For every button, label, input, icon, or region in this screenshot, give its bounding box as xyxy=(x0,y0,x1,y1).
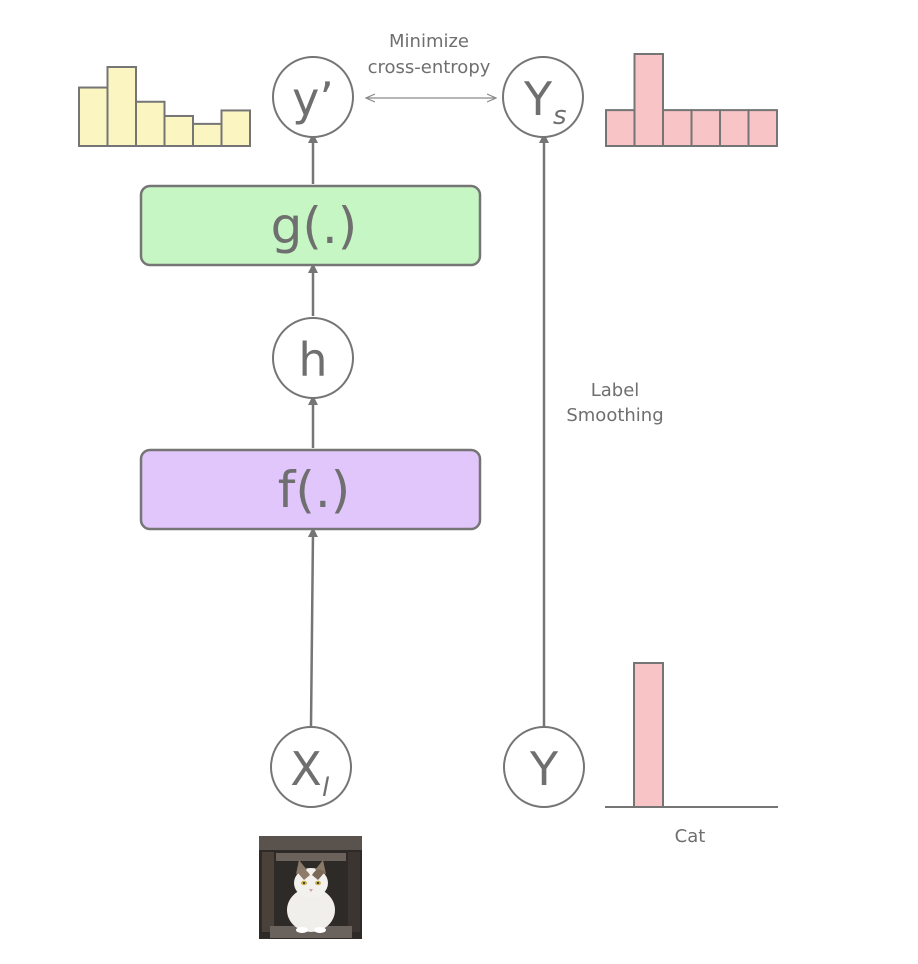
smoothed-target-histogram xyxy=(605,53,778,148)
y-smooth-subscript: s xyxy=(553,101,567,131)
f-block xyxy=(139,448,482,531)
label-smoothing-line1: Label xyxy=(591,380,640,401)
prediction-histogram-bar xyxy=(135,100,166,148)
prediction-histogram-bar xyxy=(78,86,109,147)
cat-label: Cat xyxy=(675,826,706,847)
prediction-histogram-bar xyxy=(220,109,251,147)
h-node xyxy=(272,317,354,399)
cat-photo-icon xyxy=(259,836,362,939)
smoothed-target-bar xyxy=(747,109,778,148)
x-input-node xyxy=(270,726,352,808)
smoothed-target-bar xyxy=(690,109,721,148)
y-smooth-node xyxy=(502,56,584,138)
y-smooth-label: Y xyxy=(523,72,553,126)
g-block xyxy=(139,184,482,267)
minimize-label-line2: cross-entropy xyxy=(368,57,491,78)
f-block-label: f(.) xyxy=(278,461,351,519)
y-prime-node xyxy=(272,56,354,138)
one-hot-histogram xyxy=(605,662,778,808)
x-input-label: X xyxy=(290,742,322,796)
g-block-label: g(.) xyxy=(271,197,358,255)
prediction-histogram-bar xyxy=(163,114,194,148)
one-hot-bar xyxy=(633,662,664,808)
y-prime-label: y’ xyxy=(292,72,334,126)
minimize-label-line1: Minimize xyxy=(389,31,469,52)
prediction-histogram-bar xyxy=(192,122,223,147)
smoothed-target-bar xyxy=(605,109,636,148)
smoothed-target-bar xyxy=(719,109,750,148)
y-true-label: Y xyxy=(529,742,559,796)
y-true-node xyxy=(503,726,585,808)
smoothed-target-bar xyxy=(662,109,693,148)
h-label: h xyxy=(298,333,327,387)
x-input-subscript: l xyxy=(322,773,330,803)
smoothed-target-bar xyxy=(633,53,664,147)
label-smoothing-line2: Smoothing xyxy=(566,405,663,426)
prediction-histogram-bar xyxy=(106,66,137,147)
prediction-histogram xyxy=(78,66,251,148)
arrow-x-to-f xyxy=(307,527,318,727)
